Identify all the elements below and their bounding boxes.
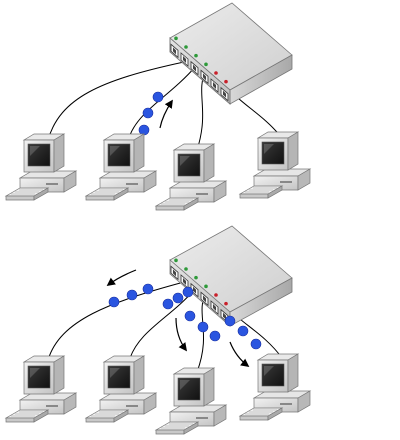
panel-broadcast (5, 225, 311, 435)
status-led (204, 62, 208, 67)
data-packet (209, 330, 221, 342)
status-led (214, 293, 218, 297)
switch-port-socket (193, 286, 196, 294)
data-packet (162, 298, 174, 310)
switch-port-socket (193, 64, 196, 72)
cable-pc1 (47, 61, 185, 141)
data-packet (138, 124, 150, 136)
switch-port-socket (203, 295, 206, 303)
cable-pc2 (129, 65, 197, 136)
computer-4 (239, 131, 311, 199)
data-packet (172, 292, 184, 304)
data-packet (152, 91, 164, 103)
computer-2 (85, 355, 157, 423)
packets (108, 283, 262, 350)
direction-arrow-down-1 (175, 317, 188, 352)
switch-port-socket (203, 73, 206, 81)
switch (169, 2, 293, 105)
data-packet (108, 296, 120, 308)
switch-port-socket (213, 82, 216, 89)
status-led (184, 267, 188, 271)
computer-2 (85, 133, 157, 201)
status-led (194, 275, 198, 280)
data-packet (182, 286, 194, 298)
data-packet (126, 289, 138, 301)
switch-port-socket (213, 304, 216, 311)
switch-port-socket (223, 312, 226, 320)
data-packet (184, 310, 196, 322)
computer-3 (155, 367, 227, 435)
status-led (204, 284, 208, 289)
data-packet (142, 283, 154, 295)
status-led (174, 258, 178, 263)
switch-port-socket (183, 278, 186, 285)
cable-pc2 (129, 287, 197, 359)
switch-ports (170, 36, 229, 102)
data-packet (250, 338, 262, 350)
direction-arrow-left (106, 269, 137, 287)
status-led (224, 301, 228, 306)
data-packet (197, 321, 209, 333)
computer-4 (239, 353, 311, 421)
packets (138, 91, 164, 136)
direction-arrow-down-2 (229, 341, 250, 368)
status-led (214, 71, 218, 75)
direction-arrow-up (159, 99, 173, 129)
status-led (224, 79, 228, 84)
computer-3 (155, 143, 227, 211)
data-packet (237, 325, 249, 337)
switch-port-socket (183, 56, 186, 63)
switch-port-socket (173, 47, 176, 55)
status-led (174, 36, 178, 41)
data-packet (224, 315, 236, 327)
status-led (184, 45, 188, 49)
panel-unicast (5, 2, 311, 211)
computer-1 (5, 133, 77, 201)
switch-port-socket (173, 269, 176, 277)
switch-port-socket (223, 90, 226, 98)
cable-pc1 (47, 281, 185, 361)
data-packet (142, 107, 154, 119)
computer-1 (5, 355, 77, 423)
status-led (194, 53, 198, 58)
